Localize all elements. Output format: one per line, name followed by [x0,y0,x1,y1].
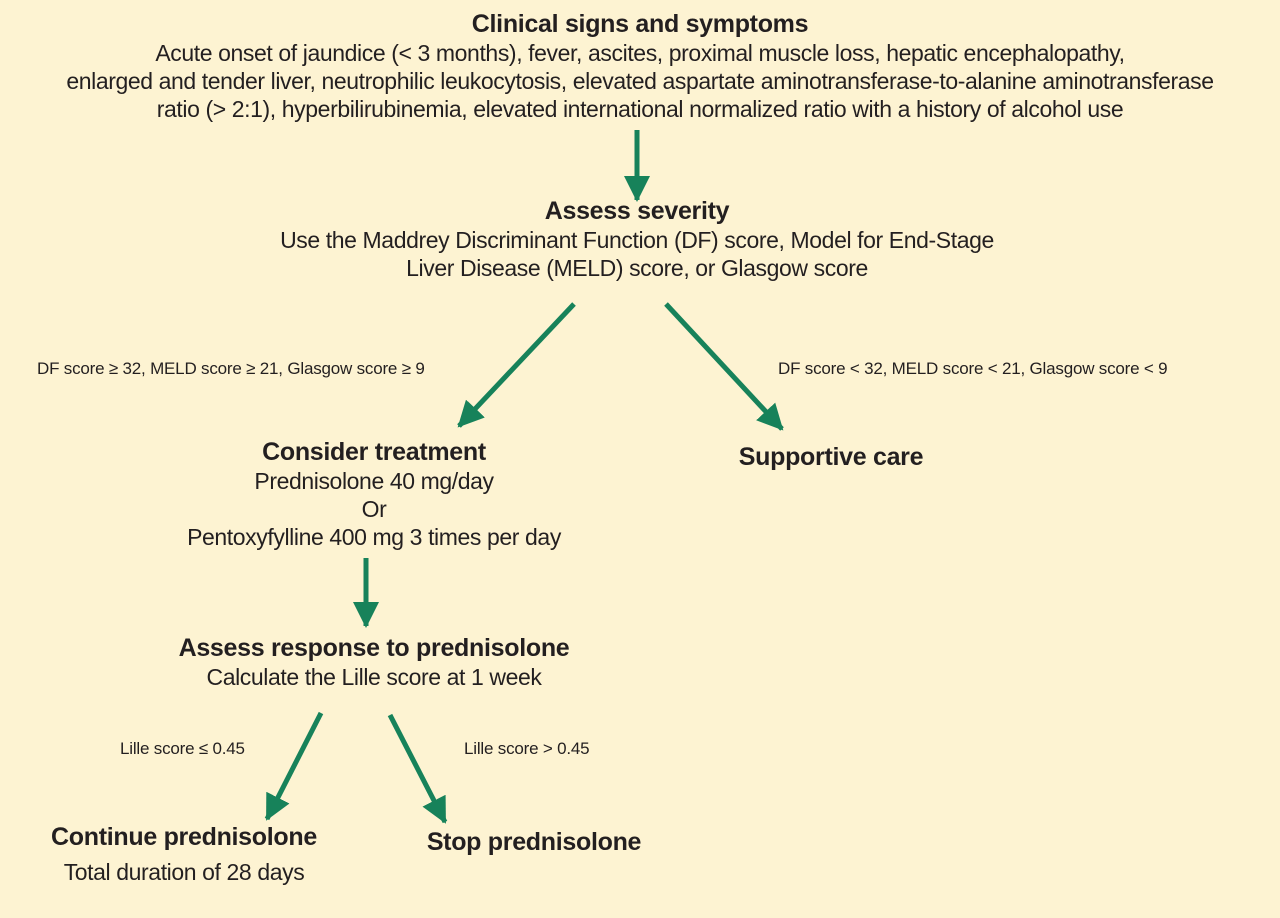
arrow-response-to-stop [387,713,448,824]
clinical-signs-node: Clinical signs and symptoms Acute onset … [0,9,1280,123]
condition-mild: DF score < 32, MELD score < 21, Glasgow … [778,359,1168,378]
assess-response-node: Assess response to prednisolone Calculat… [124,633,624,691]
condition-severe: DF score ≥ 32, MELD score ≥ 21, Glasgow … [37,359,425,378]
consider-treatment-node: Consider treatment Prednisolone 40 mg/da… [124,437,624,551]
clinical-signs-line-2: enlarged and tender liver, neutrophilic … [66,68,1214,94]
condition-lille-low: Lille score ≤ 0.45 [120,739,245,758]
consider-treatment-line-2: Or [361,496,387,522]
assess-severity-line-1: Use the Maddrey Discriminant Function (D… [280,227,994,253]
condition-lille-high: Lille score > 0.45 [464,739,590,758]
continue-prednisolone-line-1: Total duration of 28 days [63,859,305,885]
clinical-signs-line-1: Acute onset of jaundice (< 3 months), fe… [155,40,1125,66]
consider-treatment-title: Consider treatment [262,438,486,466]
continue-prednisolone-title: Continue prednisolone [51,823,317,851]
assess-severity-line-2: Liver Disease (MELD) score, or Glasgow s… [406,255,868,281]
consider-treatment-line-3: Pentoxyfylline 400 mg 3 times per day [187,524,561,550]
arrow-severity-to-supportive [664,302,784,431]
consider-treatment-line-1: Prednisolone 40 mg/day [254,468,494,494]
continue-prednisolone-node: Continue prednisolone Total duration of … [24,822,344,886]
stop-prednisolone-title: Stop prednisolone [426,828,642,856]
arrow-severity-to-treatment [457,302,576,428]
assess-severity-title: Assess severity [544,197,730,225]
arrow-response-to-continue [264,711,324,821]
assess-response-line-1: Calculate the Lille score at 1 week [206,664,542,690]
clinical-signs-title: Clinical signs and symptoms [471,10,809,38]
assess-response-title: Assess response to prednisolone [178,634,570,662]
clinical-signs-line-3: ratio (> 2:1), hyperbilirubinemia, eleva… [156,96,1124,122]
supportive-care-node: Supportive care [691,442,971,472]
assess-severity-node: Assess severity Use the Maddrey Discrimi… [237,196,1037,282]
supportive-care-title: Supportive care [738,443,924,471]
stop-prednisolone-node: Stop prednisolone [384,827,684,857]
